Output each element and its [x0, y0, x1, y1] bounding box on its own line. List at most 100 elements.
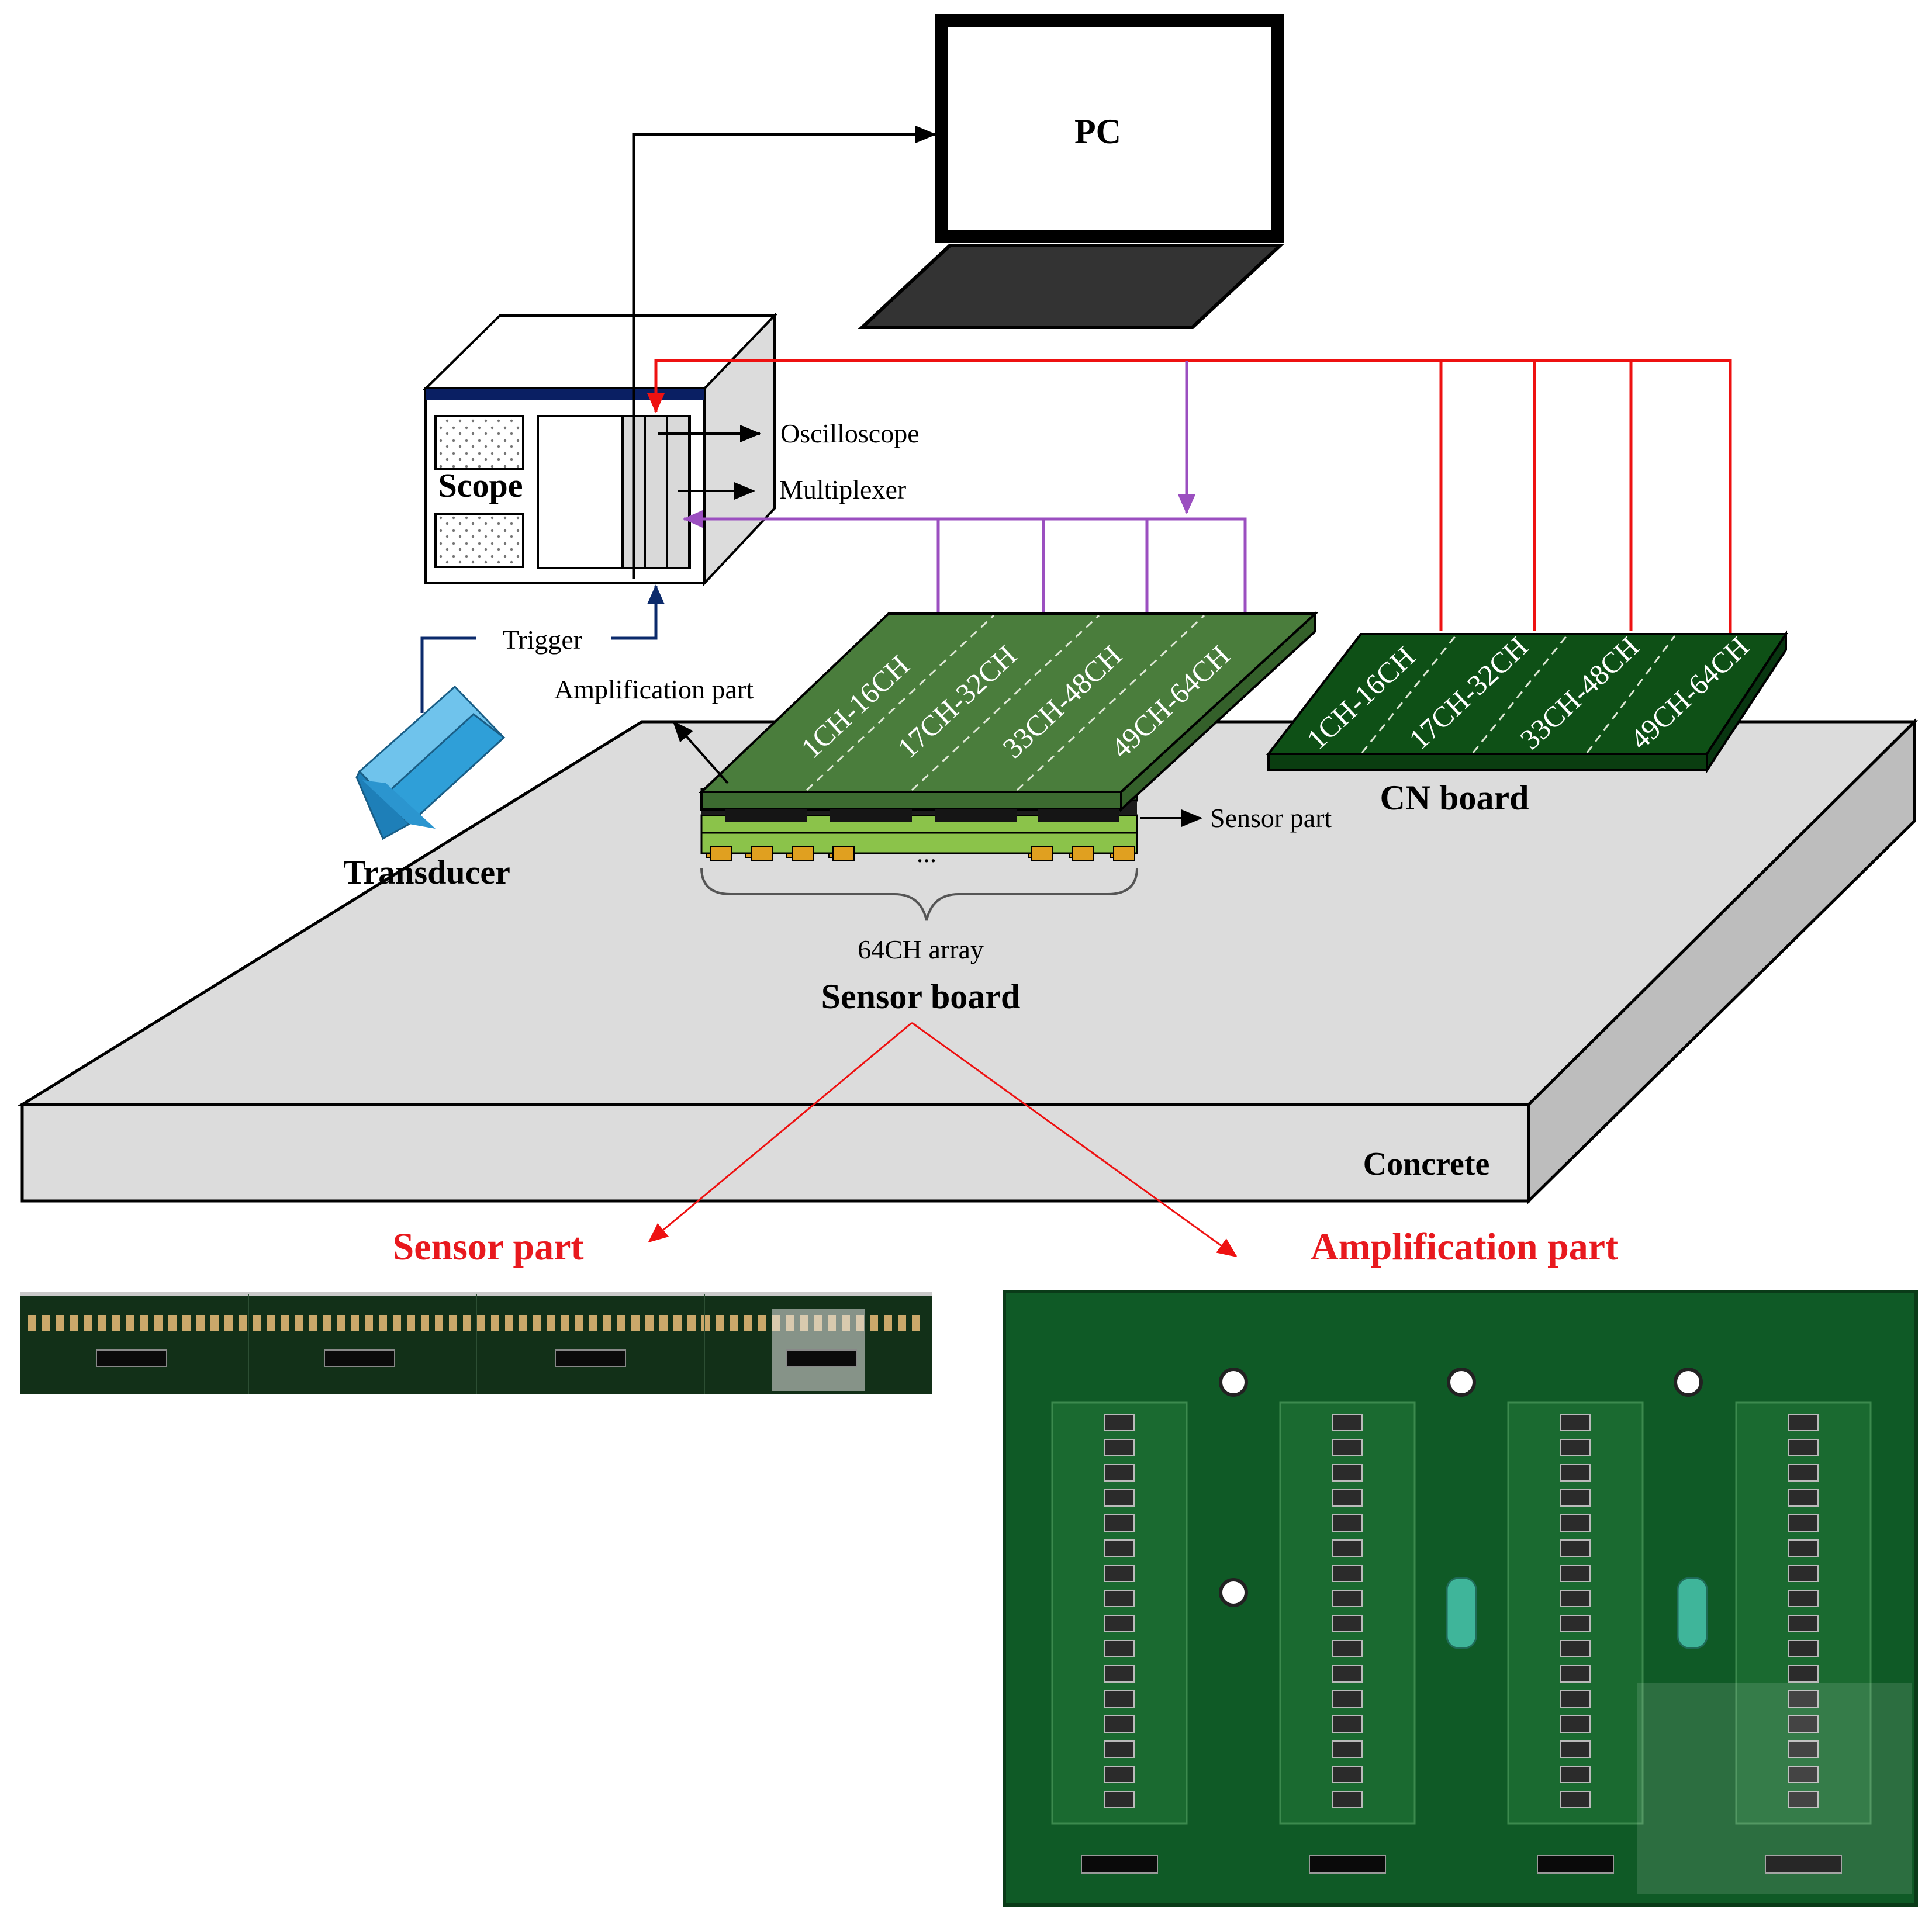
sensor-pad — [687, 1315, 696, 1331]
amp-chip — [1788, 1715, 1819, 1733]
photo-sensor-title: Sensor part — [393, 1226, 584, 1268]
amp-chip — [1560, 1615, 1591, 1632]
amp-chip — [1332, 1590, 1363, 1607]
amp-chip — [1560, 1766, 1591, 1783]
sensor-pad — [295, 1315, 303, 1331]
sensor-pad — [898, 1315, 906, 1331]
amp-chip — [1788, 1766, 1819, 1783]
sensor-pad — [758, 1315, 766, 1331]
amp-chip — [1560, 1665, 1591, 1683]
amp-chip — [1104, 1791, 1135, 1808]
amp-chip — [1104, 1740, 1135, 1758]
sensor-pad — [407, 1315, 415, 1331]
amp-chip — [1104, 1464, 1135, 1482]
amp-chip — [1560, 1464, 1591, 1482]
amplification-part-label: Amplification part — [554, 674, 754, 704]
sensor-pad — [379, 1315, 387, 1331]
amp-chip — [1788, 1489, 1819, 1507]
sensor-pad — [491, 1315, 499, 1331]
amp-chip — [1560, 1539, 1591, 1557]
amp-chip — [1560, 1414, 1591, 1431]
sensor-pad — [533, 1315, 541, 1331]
sensor-pad — [505, 1315, 513, 1331]
sensor-pad — [575, 1315, 583, 1331]
sensor-pad — [449, 1315, 457, 1331]
callout-lines — [648, 1022, 1238, 1258]
amp-chip — [1104, 1439, 1135, 1456]
amp-connector — [1765, 1855, 1842, 1874]
trigger-label: Trigger — [503, 625, 582, 655]
amp-chip — [1104, 1539, 1135, 1557]
sensor-pad — [617, 1315, 625, 1331]
scope-box — [423, 313, 777, 587]
amp-chip — [1104, 1590, 1135, 1607]
amp-chip — [1332, 1715, 1363, 1733]
sensor-pad — [744, 1315, 752, 1331]
amp-chip — [1788, 1640, 1819, 1657]
sensor-pad — [477, 1315, 485, 1331]
amp-chip — [1332, 1464, 1363, 1482]
sensor-pad — [323, 1315, 331, 1331]
ellipsis-label: ... — [917, 838, 937, 868]
amp-chip — [1788, 1565, 1819, 1582]
sensor-part-photo — [20, 1292, 932, 1394]
amp-chip — [1332, 1690, 1363, 1708]
sensor-pad — [168, 1315, 177, 1331]
sensor-pad — [239, 1315, 247, 1331]
amp-chip — [1104, 1489, 1135, 1507]
amp-chip — [1332, 1615, 1363, 1632]
sensor-pad — [126, 1315, 134, 1331]
amplification-board — [699, 611, 1319, 822]
amp-chip — [1788, 1414, 1819, 1431]
sensor-pad — [603, 1315, 611, 1331]
amp-chip — [1104, 1715, 1135, 1733]
sensor-pad — [463, 1315, 471, 1331]
amp-chip — [1788, 1464, 1819, 1482]
amp-chip — [1560, 1791, 1591, 1808]
cn-board — [1266, 630, 1788, 774]
sensor-pad — [140, 1315, 148, 1331]
sensor-chip-row — [725, 809, 1119, 822]
amp-chip — [1788, 1615, 1819, 1632]
sensor-pad — [337, 1315, 345, 1331]
sensor-pad — [519, 1315, 527, 1331]
sensor-pad — [112, 1315, 120, 1331]
amp-chip — [1104, 1690, 1135, 1708]
amp-chip — [1332, 1791, 1363, 1808]
cn-board-wires — [647, 359, 1732, 634]
sensor-board-wires — [683, 361, 1247, 619]
scope-label: Scope — [438, 466, 523, 504]
amp-chip — [1788, 1740, 1819, 1758]
amplification-part-photo — [1003, 1290, 1918, 1907]
sensor-pad — [912, 1315, 920, 1331]
sensor-pad — [870, 1315, 878, 1331]
sensor-part-label: Sensor part — [1210, 803, 1332, 833]
trigger-label-bg — [476, 615, 611, 662]
sensor-pad — [98, 1315, 106, 1331]
sensor-pad — [365, 1315, 373, 1331]
amp-chip — [1332, 1439, 1363, 1456]
amp-chip — [1788, 1665, 1819, 1683]
sensor-pad — [393, 1315, 401, 1331]
sensor-pad — [154, 1315, 163, 1331]
sensor-pad — [351, 1315, 359, 1331]
multiplexer-label: Multiplexer — [779, 475, 906, 504]
amp-chip — [1332, 1565, 1363, 1582]
sensor-pad — [281, 1315, 289, 1331]
amp-chip — [1332, 1665, 1363, 1683]
sensor-pad — [589, 1315, 597, 1331]
sensor-pad — [196, 1315, 205, 1331]
sensor-pad — [561, 1315, 569, 1331]
sensor-pad — [253, 1315, 261, 1331]
sensor-pad — [716, 1315, 724, 1331]
amp-chip — [1788, 1791, 1819, 1808]
amp-connector — [1081, 1855, 1158, 1874]
sensor-pad — [421, 1315, 429, 1331]
amp-chip — [1560, 1690, 1591, 1708]
transducer-block — [355, 685, 506, 840]
amp-chip — [1788, 1539, 1819, 1557]
amp-chip — [1332, 1539, 1363, 1557]
amp-chip — [1560, 1590, 1591, 1607]
amp-chip — [1104, 1414, 1135, 1431]
cn-board-label: CN board — [1380, 778, 1529, 817]
